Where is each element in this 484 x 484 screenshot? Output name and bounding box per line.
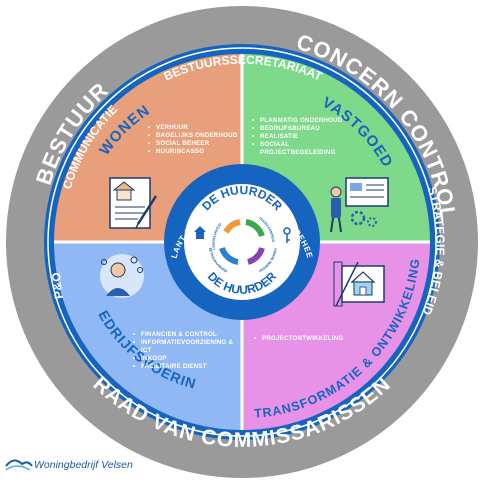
list-transformatie: • PROJECTONTWIKKELING [254, 335, 343, 342]
list-item: PLANMATIG ONDERHOUD [260, 117, 343, 124]
list-vastgoed: • PLANMATIG ONDERHOUD • BEDRIJFSBUREAU • RE… [252, 117, 343, 156]
list-item: VERHUUR [156, 124, 188, 131]
center-disc [184, 184, 300, 300]
bullet-dot: • [254, 335, 256, 342]
list-item: FACILITAIRE DIENST [141, 363, 207, 370]
bullet-dot: • [148, 124, 150, 131]
label-p-en-o: P&O [49, 272, 66, 300]
list-item: PROJECTBEGELEIDING [260, 149, 335, 156]
list-item: INKOOP [141, 355, 167, 362]
house-icon [194, 226, 206, 239]
list-item: SOCIAAL [260, 141, 289, 148]
arrow-segment [245, 219, 265, 238]
arrow-segment [219, 246, 239, 265]
arrow-segment [246, 246, 265, 265]
logo-wave-icon [5, 465, 31, 471]
bullet-dot: • [252, 133, 254, 140]
bullet-dot: • [252, 141, 254, 148]
key-icon [283, 227, 291, 243]
list-item: DAGELIJKS ONDERHOUD [156, 132, 238, 139]
list-item: PROJECTONTWIKKELING [262, 335, 343, 342]
bullet-dot: • [148, 140, 150, 147]
bullet-dot: • [148, 148, 150, 155]
list-item: REALISATIE [260, 133, 298, 140]
analytics-worker-icon [330, 177, 389, 233]
list-item: ICT [141, 347, 152, 354]
bullet-dot: • [133, 331, 135, 338]
list-item: SOCIAL BEHEER [156, 140, 210, 147]
bullet-dot: • [133, 363, 135, 370]
woningbedrijf-velsen-logo: Woningbedrijf Velsen [5, 459, 133, 471]
bullet-dot: • [148, 132, 150, 139]
list-item: FINANCIEN & CONTROL [141, 331, 217, 338]
bullet-dot: • [133, 339, 135, 346]
list-item: INFORMATIEVOORZIENING & [141, 339, 233, 346]
list-item: HUURINCASSO [156, 148, 204, 155]
bullet-dot: • [252, 125, 254, 132]
arrow-segment [223, 219, 241, 234]
blue-ring-border [47, 47, 437, 437]
thinking-person-icon [100, 254, 144, 298]
list-item: BEDRIJFSBUREAU [260, 125, 320, 132]
logo-text: Woningbedrijf Velsen [34, 459, 133, 471]
bullet-dot: • [133, 355, 135, 362]
list-wonen: • VERHUUR • DAGELIJKS ONDERHOUD • SOCIAL BE… [148, 124, 238, 155]
contract-icon [109, 177, 158, 229]
bullet-dot: • [252, 117, 254, 124]
list-bedrijfsvoering: • FINANCIEN & CONTROL • INFORMATIEVOORZIEN… [133, 331, 233, 370]
logo-wave-icon [5, 459, 33, 467]
house-blueprint-icon [333, 261, 385, 307]
